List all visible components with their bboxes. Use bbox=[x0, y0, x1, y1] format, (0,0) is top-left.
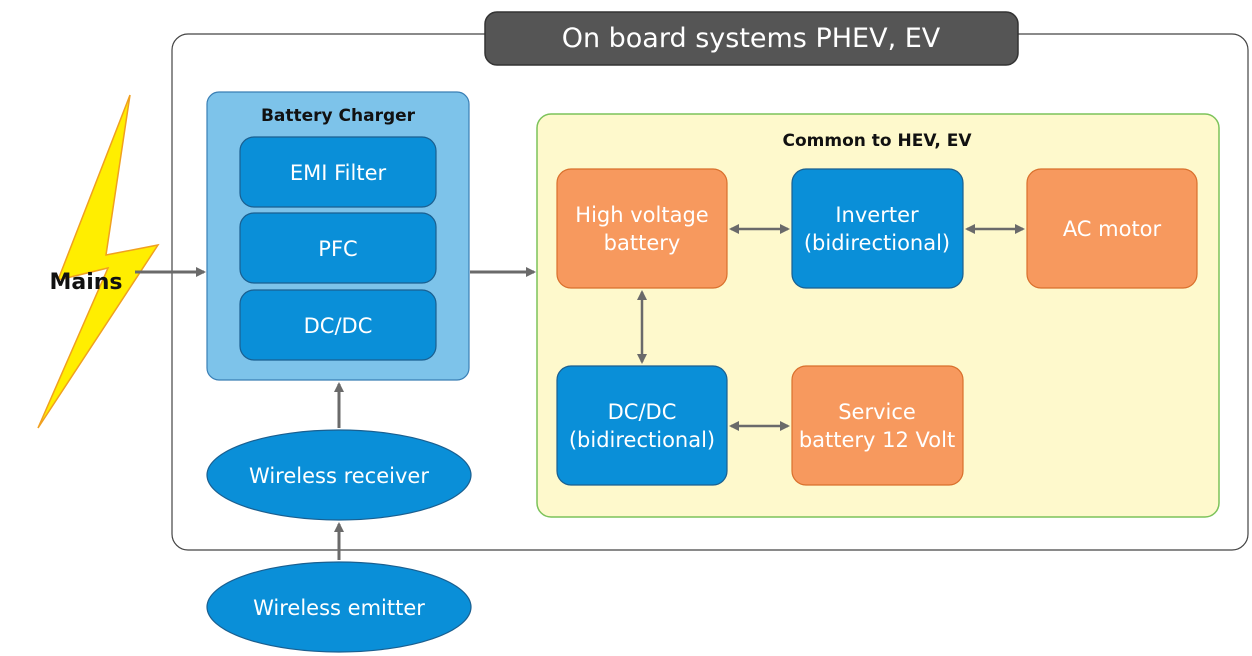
battery-charger-title: Battery Charger bbox=[261, 106, 416, 126]
wireless-receiver-label: Wireless receiver bbox=[249, 464, 429, 488]
charger-dcdc-label: DC/DC bbox=[304, 314, 373, 338]
service-battery-line1: Service bbox=[838, 400, 916, 424]
common-title: Common to HEV, EV bbox=[783, 131, 973, 151]
wireless-emitter-label: Wireless emitter bbox=[253, 596, 425, 620]
dcdc-bidirectional-block bbox=[556, 365, 728, 486]
dcdc-bidirectional-line1: DC/DC bbox=[608, 400, 677, 424]
pfc-block bbox=[239, 212, 437, 284]
inverter-block bbox=[791, 168, 964, 289]
lightning-bolt-icon bbox=[37, 94, 160, 429]
dcdc-bidirectional-line2: (bidirectional) bbox=[569, 428, 715, 452]
page-title: On board systems PHEV, EV bbox=[562, 23, 941, 54]
charger-dcdc-block bbox=[239, 289, 437, 361]
high-voltage-battery-line2: battery bbox=[604, 231, 681, 255]
title-tab bbox=[484, 11, 1019, 66]
high-voltage-battery-line1: High voltage bbox=[575, 203, 708, 227]
emi-filter-block bbox=[239, 136, 437, 208]
wireless-receiver-node bbox=[206, 429, 472, 521]
high-voltage-battery-block bbox=[556, 168, 728, 289]
inverter-line2: (bidirectional) bbox=[804, 231, 950, 255]
pfc-label: PFC bbox=[318, 237, 357, 261]
emi-filter-label: EMI Filter bbox=[290, 161, 387, 185]
inverter-line1: Inverter bbox=[835, 203, 919, 227]
wireless-emitter-node bbox=[206, 561, 472, 653]
mains-label: Mains bbox=[49, 270, 122, 295]
service-battery-line2: battery 12 Volt bbox=[799, 428, 955, 452]
ac-motor-block bbox=[1026, 168, 1198, 289]
ac-motor-label: AC motor bbox=[1063, 217, 1162, 241]
service-battery-block bbox=[791, 365, 964, 486]
